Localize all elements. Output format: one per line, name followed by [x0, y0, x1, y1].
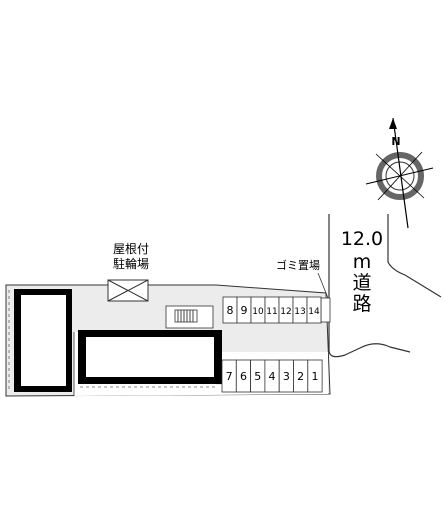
road-unit-label: m [353, 251, 372, 273]
parking-space-number: 4 [269, 370, 276, 383]
road-width-label: 12.0 [341, 228, 383, 250]
parking-space-number: 8 [227, 304, 234, 317]
road-word-1: 道 [352, 272, 371, 294]
parking-space-number: 12 [280, 307, 291, 317]
parking-space-number: 14 [308, 307, 320, 317]
compass-north-letter: N [391, 135, 400, 148]
compass-rose: N [365, 117, 434, 229]
parking-space-number: 2 [297, 370, 304, 383]
parking-space-number: 3 [283, 370, 290, 383]
road-right-edge [387, 214, 442, 298]
north-arrow-icon [389, 118, 397, 129]
bicycle-parking-label-line1: 屋根付 [113, 242, 149, 256]
parking-space [306, 296, 322, 324]
parking-space-number: 5 [254, 370, 261, 383]
parking-space-number: 13 [294, 307, 305, 317]
building-main-inner [86, 337, 214, 377]
garbage-area-box [320, 297, 331, 323]
road-word-2: 路 [352, 293, 371, 315]
building-west-inner [21, 295, 66, 386]
parking-space-number: 6 [240, 370, 247, 383]
road-edges [328, 214, 442, 358]
parking-space [307, 359, 323, 393]
bicycle-parking-label-line2: 駐輪場 [113, 256, 149, 271]
parking-space-number: 1 [311, 370, 318, 383]
parking-space-number: 11 [266, 307, 277, 317]
stairs-hatch [174, 309, 198, 323]
road-left-edge [328, 214, 411, 358]
parking-space-number: 7 [226, 370, 233, 383]
garbage-area-label: ゴミ置場 [276, 258, 320, 272]
parking-space-number: 10 [252, 307, 264, 317]
garbage-area-leader [317, 272, 329, 299]
bicycle-parking-cross-b [107, 279, 149, 302]
parking-space-number: 9 [241, 304, 248, 317]
